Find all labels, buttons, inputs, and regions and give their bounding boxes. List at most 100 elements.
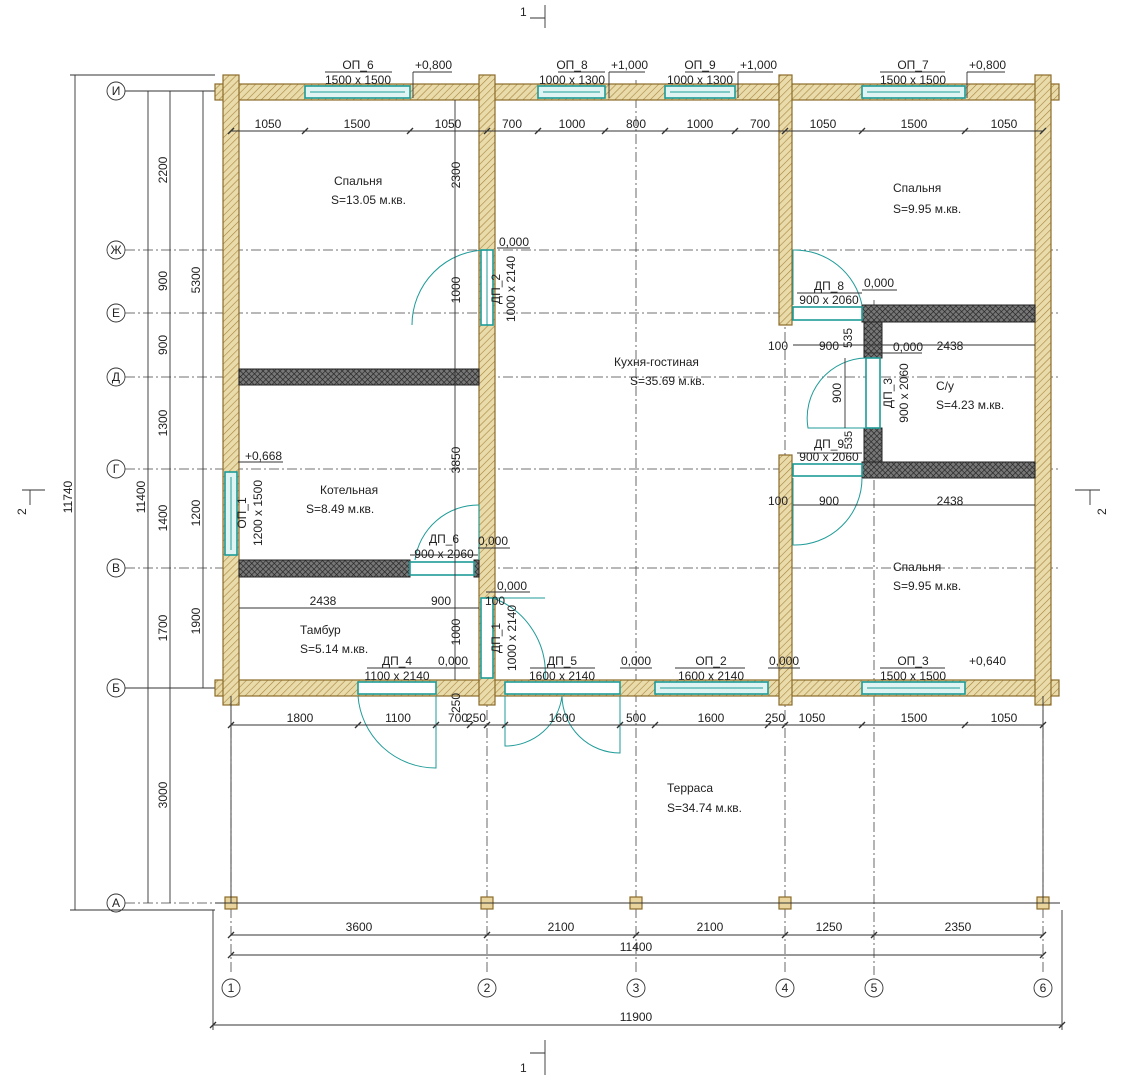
- dim-axis: 2100: [548, 920, 575, 934]
- dim-top: 1050: [810, 117, 837, 131]
- op1-mark: ОП_1: [235, 497, 249, 529]
- section-mark-left: 2: [15, 508, 29, 515]
- dp8-size: 900 x 2060: [799, 293, 859, 307]
- dim-bath-door: 900: [830, 383, 844, 403]
- op6-mark: ОП_6: [342, 58, 374, 72]
- axis-row-v: В: [112, 561, 120, 575]
- room-area: S=8.49 м.кв.: [306, 502, 374, 516]
- op6-level: +0,800: [415, 58, 452, 72]
- op2-level: 0,000: [769, 654, 799, 668]
- op6-size: 1500 x 1500: [325, 73, 391, 87]
- op3-size: 1500 x 1500: [880, 669, 946, 683]
- room-area: S=35.69 м.кв.: [630, 374, 705, 388]
- dim-bath2: 100: [768, 494, 788, 508]
- dim-left-total: 11400: [134, 480, 148, 513]
- axis-row-d: Д: [112, 370, 120, 384]
- dp2-size: 1000 x 2140: [504, 256, 518, 322]
- axis-row-e: Е: [112, 306, 120, 320]
- dp3-level: 0,000: [893, 340, 923, 354]
- axis-col-2: 2: [484, 981, 491, 995]
- dim-left: 1300: [156, 409, 170, 436]
- dim-axis-total: 11400: [620, 940, 653, 954]
- op7-size: 1500 x 1500: [880, 73, 946, 87]
- dim-left2: 1200: [189, 499, 203, 526]
- op2-size: 1600 x 2140: [678, 669, 744, 683]
- dim-bottom: 1100: [385, 711, 411, 725]
- dim-top: 800: [626, 117, 646, 131]
- dp5-level: 0,000: [621, 654, 651, 668]
- dim-boiler: 900: [431, 594, 451, 608]
- room-labels: Спальня S=13.05 м.кв. Кухня-гостиная S=3…: [300, 174, 1004, 815]
- op3-level: +0,640: [969, 654, 1006, 668]
- room-name: Спальня: [893, 560, 941, 574]
- dim-top: 1050: [991, 117, 1018, 131]
- axis-col-4: 4: [782, 981, 789, 995]
- room-area: S=34.74 м.кв.: [667, 801, 742, 815]
- op3-mark: ОП_3: [897, 654, 929, 668]
- axis-col-1: 1: [228, 981, 235, 995]
- dim-bottom: 1600: [549, 711, 576, 725]
- dim-bath2: 2438: [937, 494, 964, 508]
- op9-level: +1,000: [740, 58, 777, 72]
- dim-bottom: 250: [765, 711, 785, 725]
- dim-left2: 1900: [189, 607, 203, 634]
- dim-left: 900: [156, 335, 170, 355]
- dim-bottom: 500: [626, 711, 646, 725]
- dp3-mark: ДП_3: [881, 378, 895, 408]
- dim-top: 1050: [255, 117, 282, 131]
- axis-row-g: Г: [113, 462, 120, 476]
- room-area: S=13.05 м.кв.: [331, 193, 406, 207]
- section-mark-top: 1: [520, 5, 527, 19]
- dim-top: 1050: [435, 117, 462, 131]
- op8-size: 1000 x 1300: [539, 73, 605, 87]
- axis-col-5: 5: [871, 981, 878, 995]
- dim-top: 1000: [559, 117, 586, 131]
- dimension-lines: [70, 74, 1066, 1030]
- dp1-size: 1000 x 2140: [505, 605, 519, 671]
- dim-bath: 2438: [937, 339, 964, 353]
- dp1-mark: ДП_1: [489, 623, 503, 653]
- dim-dp9-small: 535: [843, 431, 855, 449]
- opening-labels: ОП_6 1500 x 1500 +0,800 ОП_8 1000 x 1300…: [235, 58, 1006, 683]
- dim-axis: 2100: [697, 920, 724, 934]
- room-area: S=9.95 м.кв.: [893, 202, 961, 216]
- dim-left: 2200: [156, 156, 170, 183]
- room-name: Спальня: [893, 181, 941, 195]
- room-area: S=4.23 м.кв.: [936, 398, 1004, 412]
- dp5-mark: ДП_5: [547, 654, 577, 668]
- dim-interior: 1000: [449, 276, 463, 303]
- walls: [214, 74, 1060, 706]
- dim-left: 1700: [156, 614, 170, 641]
- section-mark-right: 2: [1095, 508, 1109, 515]
- dp2-level: 0,000: [499, 235, 529, 249]
- dim-bath: 535: [841, 328, 855, 348]
- axis-row-a: А: [112, 896, 120, 910]
- dim-left: 3000: [156, 781, 170, 808]
- dim-boiler: 2438: [310, 594, 337, 608]
- axis-row-b: Б: [112, 681, 120, 695]
- dim-bottom: 1050: [799, 711, 826, 725]
- dim-bottom: 1050: [991, 711, 1018, 725]
- dim-top: 1500: [901, 117, 928, 131]
- dim-bath: 100: [768, 339, 788, 353]
- dim-bottom: 1600: [698, 711, 725, 725]
- dp8-level: 0,000: [864, 276, 894, 290]
- dim-left-overall: 11740: [61, 480, 75, 513]
- terrace-posts: [215, 696, 1060, 910]
- dim-left2: 5300: [189, 266, 203, 293]
- dp4-mark: ДП_4: [382, 654, 412, 668]
- dim-bath: 900: [819, 339, 839, 353]
- op8-mark: ОП_8: [556, 58, 588, 72]
- op1-size: 1200 x 1500: [251, 480, 265, 546]
- section-marks: 1 1 2 2: [15, 5, 1109, 1075]
- room-area: S=5.14 м.кв.: [300, 642, 368, 656]
- dim-bottom: 250: [466, 711, 486, 725]
- dp1-level: 0,000: [497, 579, 527, 593]
- dim-top: 700: [750, 117, 770, 131]
- dim-axis: 2350: [945, 920, 972, 934]
- openings: [224, 85, 966, 769]
- dp6-mark: ДП_6: [429, 532, 459, 546]
- room-name: Терраса: [667, 781, 713, 795]
- dp6-level: 0,000: [478, 534, 508, 548]
